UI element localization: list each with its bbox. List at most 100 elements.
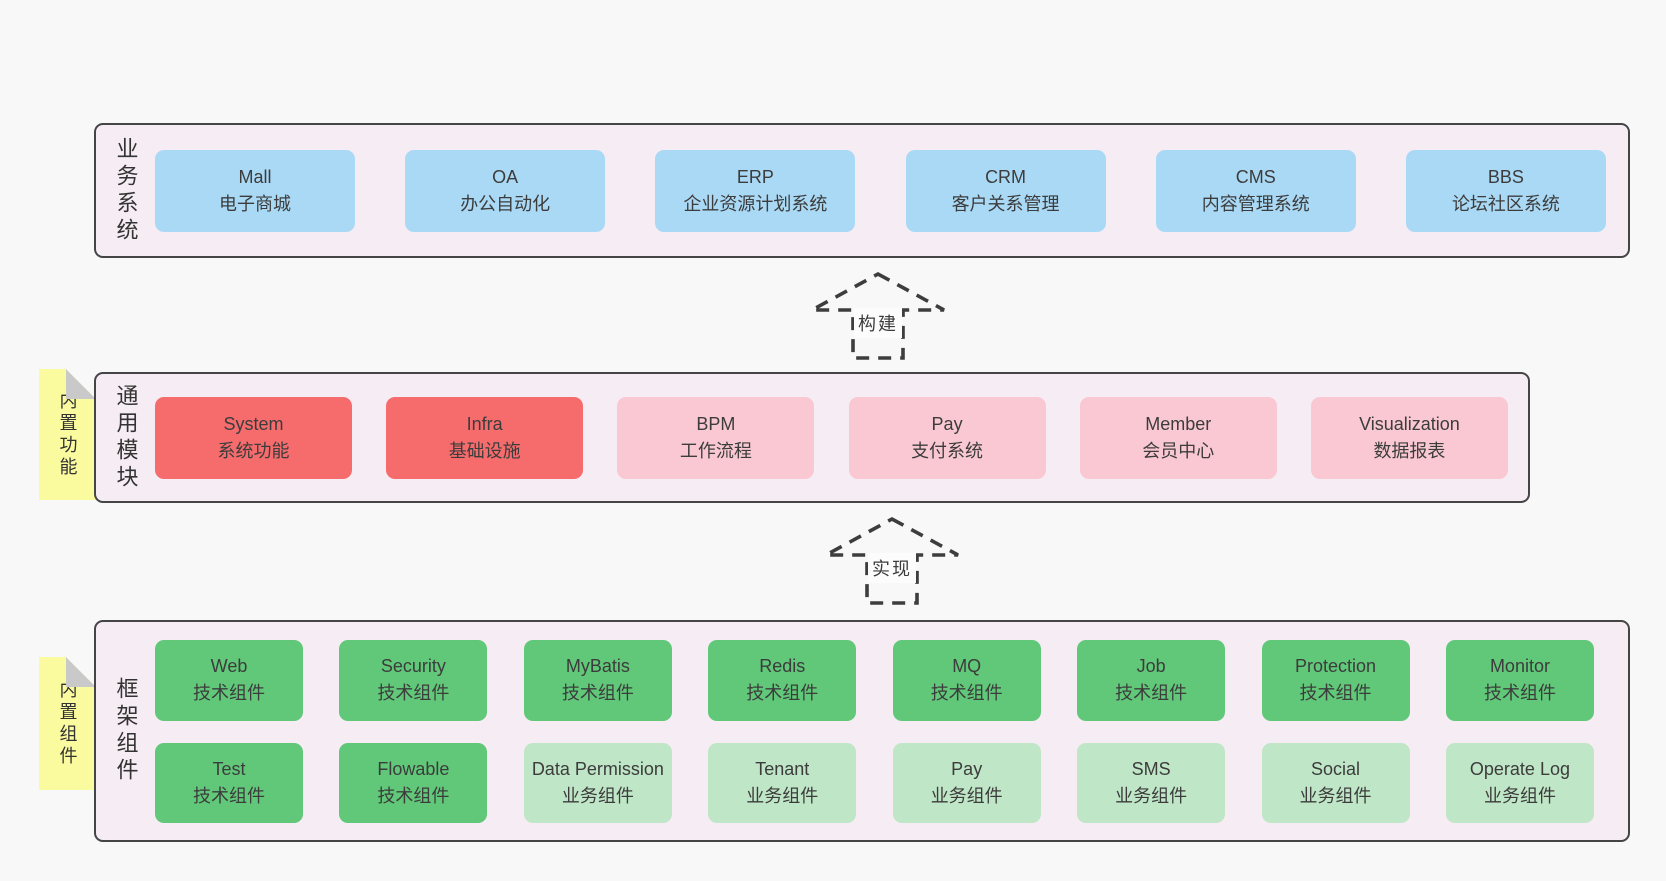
node-title: BPM <box>696 413 736 434</box>
node-title: Web <box>210 656 248 676</box>
node-title: MyBatis <box>565 656 630 676</box>
node-title: Protection <box>1295 656 1377 676</box>
node-monitor: Monitor 技术组件 <box>1445 639 1594 721</box>
node-oa: OA 办公自动化 <box>405 149 606 232</box>
node-subtitle: 业务组件 <box>930 785 1003 806</box>
node-subtitle: 技术组件 <box>377 683 450 703</box>
node-subtitle: 业务组件 <box>1483 785 1556 806</box>
node-title: Social <box>1311 758 1361 779</box>
node-title: Pay <box>951 758 983 779</box>
sticky-note-label: 内置功能 <box>57 390 78 479</box>
node-sms: SMS 业务组件 <box>1077 742 1226 823</box>
business-systems-boxes: Mall 电子商城 OA 办公自动化 ERP 企业资源计划系统 CRM 客户关系… <box>155 125 1628 256</box>
node-crm: CRM 客户关系管理 <box>905 149 1106 232</box>
node-mybatis: MyBatis 技术组件 <box>523 639 672 721</box>
node-mall: Mall 电子商城 <box>155 149 355 232</box>
node-subtitle: 工作流程 <box>679 440 752 461</box>
node-subtitle: 基础设施 <box>448 440 521 461</box>
node-redis: Redis 技术组件 <box>708 639 857 721</box>
sticky-note-label: 内置组件 <box>57 679 78 768</box>
node-title: Data Permission <box>531 758 664 779</box>
node-subtitle: 电子商城 <box>219 193 291 214</box>
node-system: System 系统功能 <box>155 396 352 479</box>
biz-components-row: Test 技术组件 Flowable 技术组件 Data Permission … <box>155 742 1594 823</box>
node-subtitle: 业务组件 <box>1299 785 1372 806</box>
node-title: MQ <box>952 656 982 676</box>
node-title: CMS <box>1235 166 1276 187</box>
node-member: Member 会员中心 <box>1079 396 1277 479</box>
arrow-implement: 实现 <box>824 516 960 606</box>
node-title: Member <box>1145 413 1212 434</box>
node-subtitle: 技术组件 <box>1299 683 1372 703</box>
node-title: Redis <box>759 656 806 676</box>
node-subtitle: 业务组件 <box>561 785 634 806</box>
sticky-note-builtin-components: 内置组件 <box>39 657 96 790</box>
layer-common-modules: 通用模块 System 系统功能 Infra 基础设施 BPM 工作流程 Pay… <box>94 372 1530 503</box>
node-job: Job 技术组件 <box>1077 639 1226 721</box>
node-title: Security <box>380 656 446 676</box>
node-test: Test 技术组件 <box>155 742 303 823</box>
node-cms: CMS 内容管理系统 <box>1155 149 1356 232</box>
framework-components-rows: Web 技术组件 Security 技术组件 MyBatis 技术组件 Redi… <box>155 622 1628 840</box>
node-subtitle: 会员中心 <box>1142 440 1215 461</box>
node-title: System <box>223 413 284 434</box>
node-mq: MQ 技术组件 <box>892 639 1041 721</box>
node-subtitle: 办公自动化 <box>460 193 551 214</box>
sticky-note-builtin-features: 内置功能 <box>39 369 96 500</box>
node-subtitle: 支付系统 <box>911 440 984 461</box>
node-subtitle: 技术组件 <box>193 683 265 703</box>
node-subtitle: 技术组件 <box>193 785 265 806</box>
arrow-build: 构建 <box>810 271 946 361</box>
node-erp: ERP 企业资源计划系统 <box>655 149 856 232</box>
layer-label-business-systems: 业务系统 <box>113 136 139 245</box>
node-web: Web 技术组件 <box>155 639 303 721</box>
node-data-permission: Data Permission 业务组件 <box>523 742 672 823</box>
arrow-implement-label: 实现 <box>868 553 916 583</box>
layer-business-systems: 业务系统 Mall 电子商城 OA 办公自动化 ERP 企业资源计划系统 CRM… <box>94 123 1630 258</box>
node-protection: Protection 技术组件 <box>1261 639 1410 721</box>
node-tenant: Tenant 业务组件 <box>708 742 857 823</box>
node-bbs: BBS 论坛社区系统 <box>1405 149 1606 232</box>
node-social: Social 业务组件 <box>1261 742 1410 823</box>
folded-corner-icon <box>66 657 96 687</box>
node-visualization: Visualization 数据报表 <box>1310 396 1508 479</box>
node-title: Monitor <box>1489 656 1550 676</box>
node-subtitle: 技术组件 <box>377 785 450 806</box>
node-title: Tenant <box>755 758 810 779</box>
node-subtitle: 技术组件 <box>1115 683 1188 703</box>
node-title: Operate Log <box>1469 758 1570 779</box>
node-title: ERP <box>736 166 774 187</box>
node-subtitle: 内容管理系统 <box>1201 193 1310 214</box>
node-subtitle: 技术组件 <box>930 683 1003 703</box>
node-pay: Pay 支付系统 <box>848 396 1046 479</box>
node-title: Mall <box>238 166 272 187</box>
node-title: Job <box>1136 656 1166 676</box>
layer-label-common-modules: 通用模块 <box>113 383 139 492</box>
node-title: Flowable <box>377 758 450 779</box>
node-title: CRM <box>985 166 1027 187</box>
up-arrow-icon <box>825 516 959 605</box>
node-title: Test <box>212 758 246 779</box>
node-subtitle: 数据报表 <box>1373 440 1446 461</box>
node-title: BBS <box>1487 166 1524 187</box>
node-title: SMS <box>1131 758 1171 779</box>
layer-label-framework-components: 框架组件 <box>113 677 139 785</box>
node-subtitle: 技术组件 <box>561 683 634 703</box>
node-subtitle: 客户关系管理 <box>951 193 1060 214</box>
node-title: Pay <box>931 413 963 434</box>
arrow-build-label: 构建 <box>854 308 902 338</box>
node-operate-log: Operate Log 业务组件 <box>1445 742 1594 823</box>
node-title: Visualization <box>1359 413 1460 434</box>
node-subtitle: 技术组件 <box>746 683 819 703</box>
node-subtitle: 业务组件 <box>1115 785 1188 806</box>
node-security: Security 技术组件 <box>339 639 488 721</box>
common-modules-boxes: System 系统功能 Infra 基础设施 BPM 工作流程 Pay 支付系统… <box>155 374 1528 501</box>
node-bpm: BPM 工作流程 <box>617 396 815 479</box>
node-title: Infra <box>466 413 503 434</box>
node-infra: Infra 基础设施 <box>386 396 584 479</box>
node-subtitle: 企业资源计划系统 <box>683 193 828 214</box>
node-subtitle: 论坛社区系统 <box>1451 193 1560 214</box>
up-arrow-icon <box>811 271 945 360</box>
node-subtitle: 技术组件 <box>1483 683 1556 703</box>
node-pay-biz: Pay 业务组件 <box>892 742 1041 823</box>
